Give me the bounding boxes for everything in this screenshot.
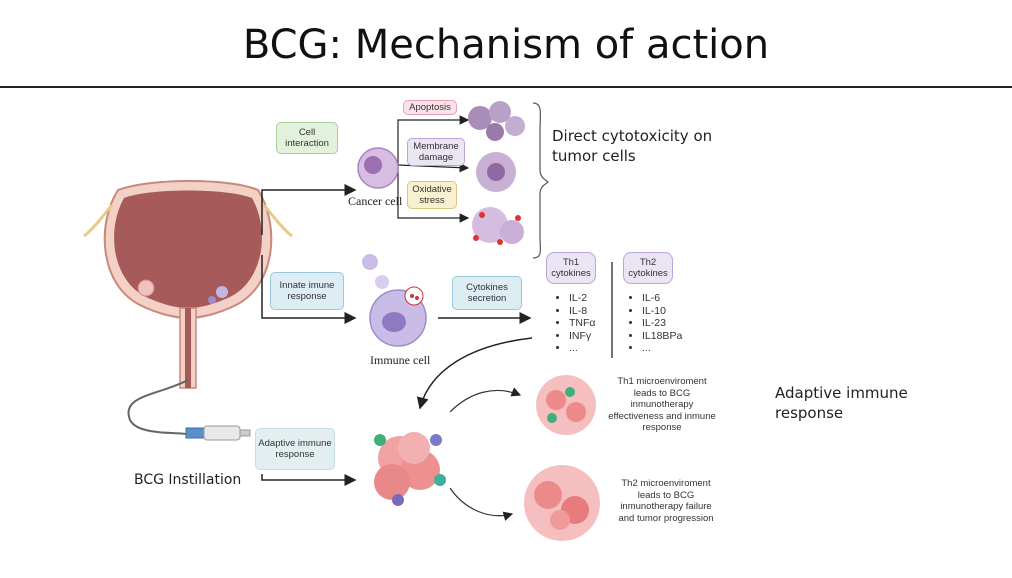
arrow-th1-outcome [449,387,522,413]
th2-item: IL-6 [642,292,682,305]
cytotoxicity-brace [532,102,549,259]
th1-item: TNFα [569,317,595,330]
th1-item: IL-8 [569,305,595,318]
tumor-mass-icon [374,432,446,506]
th1-cytokines-box: Th1 cytokines [546,252,596,284]
th2-item: IL-10 [642,305,682,318]
cancer-cell-label: Cancer cell [348,194,403,208]
th1-item: IL-2 [569,292,595,305]
th2-item: IL-23 [642,317,682,330]
catheter-syringe [127,379,251,441]
bcg-instillation-label: BCG Instillation [134,472,242,488]
adaptive-response-label: Adaptive immune response [775,384,908,422]
arrow-apoptosis [397,115,470,165]
oxidative-stress-cells-icon [472,207,524,245]
apoptosis-box: Apoptosis [403,100,457,115]
cancer-cell-icon [357,147,399,189]
th2-item: ... [642,342,682,355]
immune-cell-label: Immune cell [370,353,431,367]
apoptotic-cells-icon [468,101,525,141]
th2-item: IL18BPa [642,330,682,343]
oxidative-stress-box: Oxidative stress [407,181,457,209]
th2-outcome-note: Th2 microenviroment leads to BCG inmunot… [618,478,714,524]
th2-tumor-icon [524,465,600,541]
th2-cytokine-list: IL-6 IL-10 IL-23 IL18BPa ... [628,292,682,355]
arrow-th2-outcome [449,487,514,521]
title-divider [0,86,1012,88]
bladder-illustration [83,180,293,389]
th1-item: ... [569,342,595,355]
th1-tumor-icon [536,375,596,435]
arrow-to-tumor [416,337,533,410]
th1-item: INFγ [569,330,595,343]
innate-immune-box: Innate imune response [270,272,344,310]
arrow-oxidative [397,165,470,223]
damaged-cell-icon [476,152,516,192]
adaptive-immune-box: Adaptive immune response [255,428,335,470]
arrow-cell-interaction [261,184,357,235]
arrow-innate [261,255,357,324]
th1-outcome-note: Th1 microenviroment leads to BCG inmunot… [608,376,716,433]
th2-cytokines-box: Th2 cytokines [623,252,673,284]
immune-cell-icon [362,254,427,347]
th1-cytokine-list: IL-2 IL-8 TNFα INFγ ... [555,292,595,355]
membrane-damage-box: Membrane damage [407,138,465,166]
arrow-adaptive [261,474,357,486]
cell-interaction-box: Cell interaction [276,122,338,154]
cytokines-secretion-box: Cytokines secretion [452,276,522,310]
page-title: BCG: Mechanism of action [242,22,770,68]
direct-cytotoxicity-label: Direct cytotoxicity on tumor cells [552,127,713,165]
